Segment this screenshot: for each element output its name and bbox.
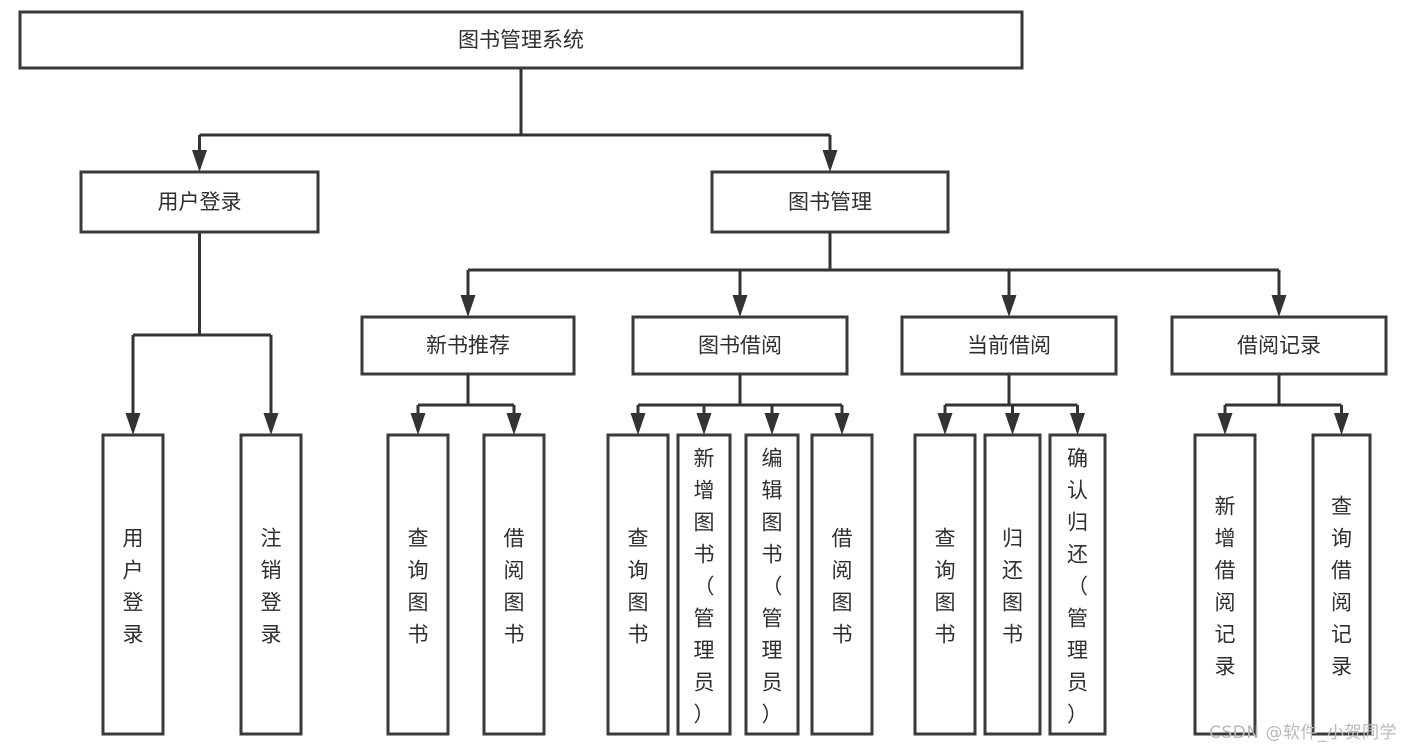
- node-box: [1193, 433, 1257, 736]
- csdn-watermark: CSDN @软件_小贺同学: [1209, 723, 1397, 743]
- arrow-head-icon: [1005, 413, 1020, 435]
- connector-group-user_login: [125, 232, 279, 435]
- node-leaf-logout[interactable]: 注销登录: [239, 433, 303, 736]
- node-current-borrow[interactable]: 当前借阅: [900, 315, 1118, 376]
- node-label: 查询图书: [408, 526, 429, 646]
- node-box: [631, 315, 849, 376]
- node-leaf-query-book-1[interactable]: 查询图书: [386, 433, 450, 736]
- node-borrow-record[interactable]: 借阅记录: [1170, 315, 1388, 376]
- connector-group-current_borrow: [937, 374, 1085, 435]
- node-leaf-borrow-book-2[interactable]: 借阅图书: [810, 433, 874, 736]
- node-label: 用户登录: [158, 190, 242, 214]
- arrow-head-icon: [1334, 413, 1349, 435]
- arrow-head-icon: [1001, 295, 1017, 317]
- arrow-head-icon: [732, 295, 748, 317]
- node-box: [239, 433, 303, 736]
- node-box: [676, 433, 732, 736]
- node-box: [606, 433, 670, 736]
- node-box: [482, 433, 546, 736]
- node-layer: 图书管理系统用户登录图书管理新书推荐图书借阅当前借阅借阅记录用户登录注销登录查询…: [18, 10, 1388, 736]
- node-user-login[interactable]: 用户登录: [79, 170, 320, 234]
- node-label: 编辑图书（管理员）: [762, 446, 783, 726]
- connector-group-borrow_record: [1217, 374, 1349, 435]
- node-box: [1311, 433, 1372, 736]
- node-leaf-add-book[interactable]: 新增图书（管理员）: [676, 433, 732, 736]
- node-box: [360, 315, 576, 376]
- node-book-manage[interactable]: 图书管理: [710, 170, 950, 234]
- arrow-head-icon: [506, 413, 522, 435]
- node-label: 新增借阅记录: [1215, 494, 1236, 678]
- node-label: 注销登录: [261, 526, 282, 646]
- node-leaf-add-record[interactable]: 新增借阅记录: [1193, 433, 1257, 736]
- node-label: 确认归还（管理员）: [1067, 446, 1088, 726]
- node-leaf-edit-book[interactable]: 编辑图书（管理员）: [744, 433, 800, 736]
- arrow-head-icon: [834, 413, 850, 435]
- arrow-head-icon: [1217, 413, 1233, 435]
- arrow-head-icon: [125, 413, 141, 435]
- node-label: 查询图书: [628, 526, 649, 646]
- node-box: [1170, 315, 1388, 376]
- connector-group-root: [192, 68, 838, 172]
- node-box: [79, 170, 320, 234]
- node-new-book-rec[interactable]: 新书推荐: [360, 315, 576, 376]
- node-leaf-return-book[interactable]: 归还图书: [983, 433, 1042, 736]
- node-label: 新增图书（管理员）: [694, 446, 715, 726]
- arrow-head-icon: [1070, 413, 1085, 435]
- node-label: 用户登录: [123, 526, 144, 646]
- arrow-head-icon: [1271, 295, 1287, 317]
- node-box: [983, 433, 1042, 736]
- node-leaf-query-book-2[interactable]: 查询图书: [606, 433, 670, 736]
- node-box: [913, 433, 977, 736]
- node-label: 查询图书: [935, 526, 956, 646]
- arrow-head-icon: [937, 413, 953, 435]
- arrow-head-icon: [460, 295, 476, 317]
- node-box: [1048, 433, 1107, 736]
- node-label: 图书管理: [788, 190, 872, 214]
- node-book-borrow[interactable]: 图书借阅: [631, 315, 849, 376]
- node-box: [386, 433, 450, 736]
- node-leaf-user-login[interactable]: 用户登录: [101, 433, 165, 736]
- node-label: 借阅图书: [832, 526, 853, 646]
- node-label: 图书借阅: [698, 334, 782, 358]
- node-label: 图书管理系统: [458, 28, 584, 52]
- node-label: 借阅记录: [1237, 334, 1321, 358]
- node-box: [810, 433, 874, 736]
- node-box: [101, 433, 165, 736]
- node-box: [18, 10, 1024, 70]
- node-box: [900, 315, 1118, 376]
- node-leaf-borrow-book-1[interactable]: 借阅图书: [482, 433, 546, 736]
- connector-group-book_borrow: [630, 374, 850, 435]
- node-label: 归还图书: [1002, 526, 1023, 646]
- node-leaf-confirm-return[interactable]: 确认归还（管理员）: [1048, 433, 1107, 736]
- node-label: 借阅图书: [504, 526, 525, 646]
- node-box: [710, 170, 950, 234]
- connector-group-new_book_rec: [410, 374, 522, 435]
- arrow-head-icon: [764, 413, 780, 435]
- node-label: 新书推荐: [426, 334, 510, 358]
- arrow-head-icon: [192, 150, 207, 172]
- connector-layer: [125, 68, 1349, 435]
- arrow-head-icon: [822, 150, 838, 172]
- node-leaf-query-book-3[interactable]: 查询图书: [913, 433, 977, 736]
- connector-group-book_manage: [460, 232, 1287, 317]
- node-root[interactable]: 图书管理系统: [18, 10, 1024, 70]
- arrow-head-icon: [696, 413, 712, 435]
- node-label: 查询借阅记录: [1331, 494, 1352, 678]
- arrow-head-icon: [410, 413, 426, 435]
- node-label: 当前借阅: [967, 334, 1051, 358]
- node-box: [744, 433, 800, 736]
- arrow-head-icon: [263, 413, 279, 435]
- node-leaf-query-record[interactable]: 查询借阅记录: [1311, 433, 1372, 736]
- arrow-head-icon: [630, 413, 646, 435]
